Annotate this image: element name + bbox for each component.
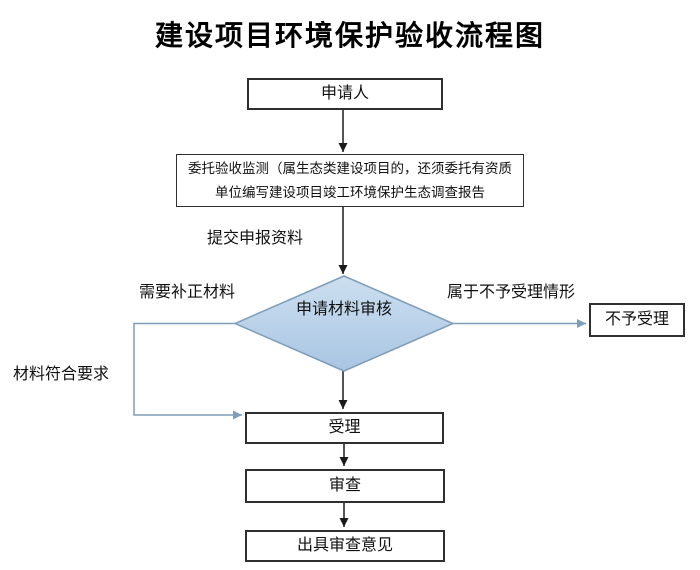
page-title: 建设项目环境保护验收流程图: [154, 20, 545, 51]
review-diamond-shape: [233, 275, 455, 372]
node-accept-label: 受理: [328, 419, 361, 436]
node-entrust-monitoring: 委托验收监测（属生态类建设项目的，还须委托有资质 单位编写建设项目竣工环境保护生…: [176, 154, 524, 207]
node-examine: 审查: [245, 469, 445, 503]
node-accept: 受理: [245, 412, 444, 444]
edge-label-need-correction: 需要补正材料: [139, 284, 236, 301]
node-review-label: 申请材料审核: [295, 301, 392, 318]
edge-label-not-accept-case: 属于不予受理情形: [447, 284, 576, 301]
node-applicant-label: 申请人: [320, 85, 369, 102]
node-not-accepted-label: 不予受理: [604, 311, 669, 328]
node-not-accepted: 不予受理: [589, 303, 685, 337]
node-applicant: 申请人: [247, 78, 443, 110]
arrow-correction-loop: [133, 322, 242, 420]
edge-label-submit-materials: 提交申报资料: [207, 230, 304, 247]
edge-label-materials-ok: 材料符合要求: [13, 366, 110, 383]
node-examine-label: 审查: [328, 477, 361, 494]
node-issue-opinion-label: 出具审查意见: [296, 537, 393, 554]
node-entrust-line2: 单位编写建设项目竣工环境保护生态调查报告: [215, 184, 485, 200]
node-entrust-line1: 委托验收监测（属生态类建设项目的，还须委托有资质: [188, 160, 512, 176]
node-issue-opinion: 出具审查意见: [245, 530, 445, 562]
